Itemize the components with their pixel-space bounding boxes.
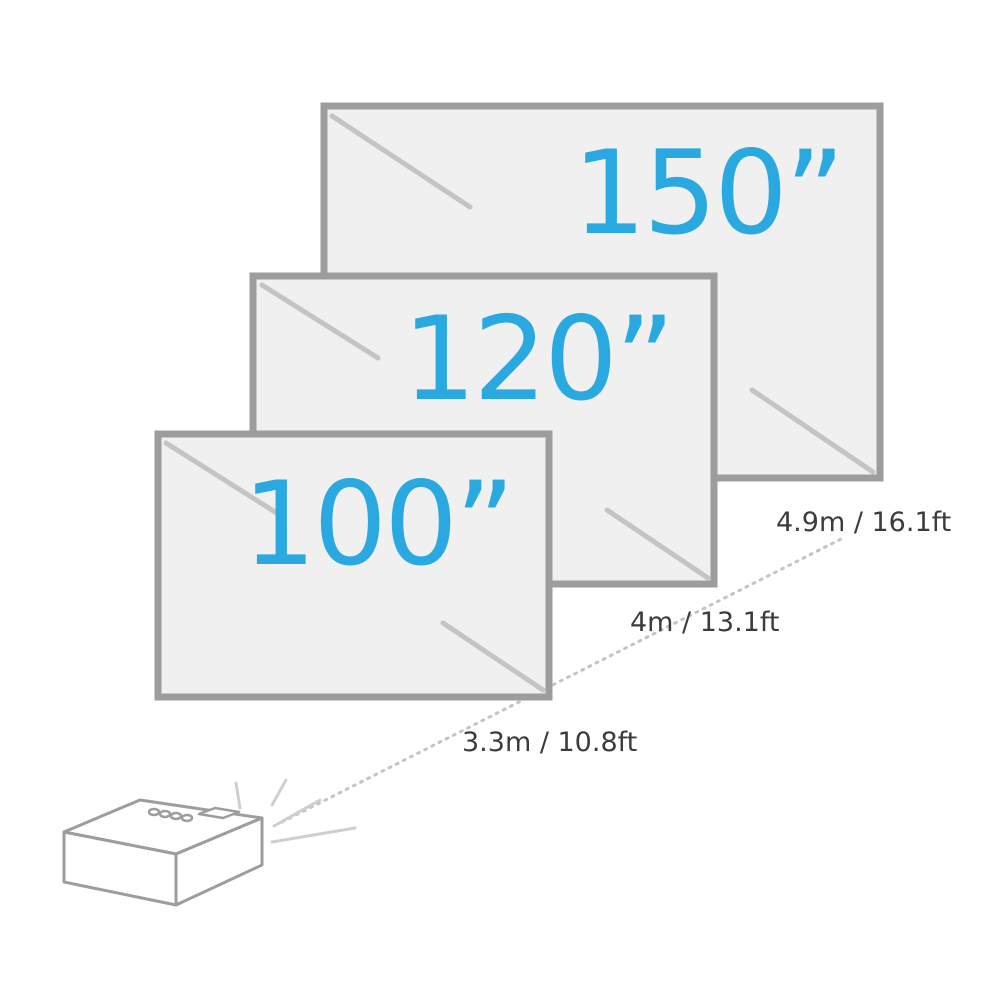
screen-100 bbox=[154, 430, 553, 701]
screen-120-glare-bottom bbox=[604, 507, 711, 581]
light-rays bbox=[234, 778, 357, 844]
projection-beam bbox=[280, 535, 847, 824]
projector-buttons bbox=[147, 807, 194, 823]
projector-display bbox=[197, 806, 241, 820]
screen-150-distance-label: 4.9m / 16.1ft bbox=[776, 507, 951, 538]
screen-100-size-label: 100” bbox=[242, 457, 512, 592]
screen-150-glare-top bbox=[329, 113, 473, 210]
screen-150-glare-bottom bbox=[749, 387, 876, 475]
screen-100-glare-top bbox=[163, 440, 286, 520]
projector-icon bbox=[62, 778, 357, 907]
screen-100-glare-bottom bbox=[440, 620, 546, 693]
screen-120-glare-top bbox=[259, 282, 381, 361]
screen-100-distance-label: 3.3m / 10.8ft bbox=[462, 727, 637, 758]
screen-120-size-label: 120” bbox=[402, 292, 672, 427]
screen-150-size-label: 150” bbox=[572, 126, 842, 261]
projector-side bbox=[174, 816, 264, 907]
screen-120-distance-label: 4m / 13.1ft bbox=[630, 607, 779, 638]
